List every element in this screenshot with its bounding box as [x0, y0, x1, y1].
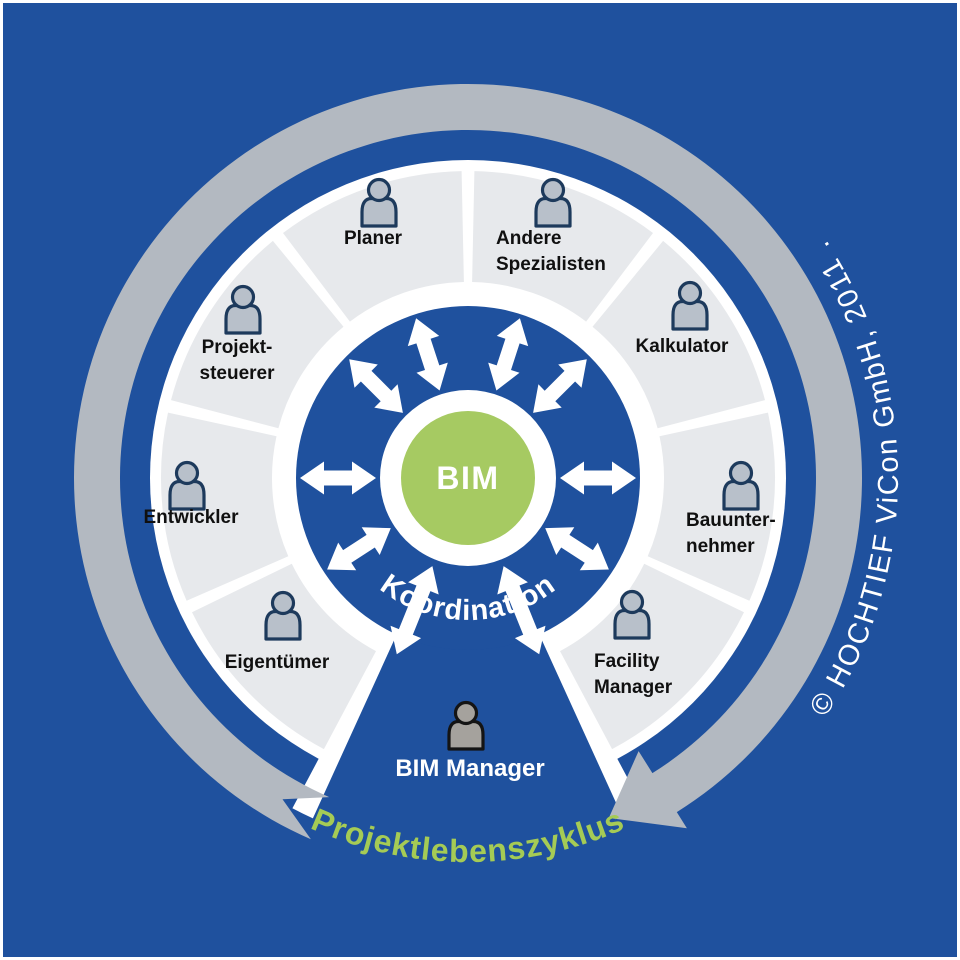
bim-label: BIM [436, 460, 499, 496]
label-planer: Planer [344, 228, 403, 249]
segment-kalkulator [592, 240, 765, 429]
segment-facility-manager [560, 563, 744, 750]
label-bauunternehmer: Bauunter-nehmer [686, 510, 776, 557]
coordination-arrow [407, 318, 448, 391]
coordination-arrow [327, 527, 391, 571]
coordination-arrow [349, 359, 403, 413]
bim-circle [401, 411, 535, 545]
segment-andere-spezialisten [472, 171, 653, 322]
coordination-arrow [560, 461, 636, 495]
coordination-arrow [533, 359, 587, 413]
segment-eigentuemer [192, 563, 376, 750]
coordination-arrow [545, 527, 609, 571]
segment-entwickler [160, 412, 289, 601]
segment-bauunternehmer [647, 412, 776, 601]
label-projektsteuerer: Projekt-steuerer [200, 337, 276, 384]
coordination-arrow [390, 566, 439, 655]
coordination-arrow [488, 318, 529, 391]
keyhole-wedge [310, 478, 626, 859]
bim-manager-label: BIM Manager [395, 755, 544, 782]
label-eigentuemer: Eigentümer [225, 652, 330, 673]
coordination-arrow [497, 566, 546, 655]
label-kalkulator: Kalkulator [636, 336, 730, 357]
coordination-arrow [300, 461, 376, 495]
segment-planer [283, 171, 464, 322]
label-entwickler: Entwickler [143, 507, 239, 528]
